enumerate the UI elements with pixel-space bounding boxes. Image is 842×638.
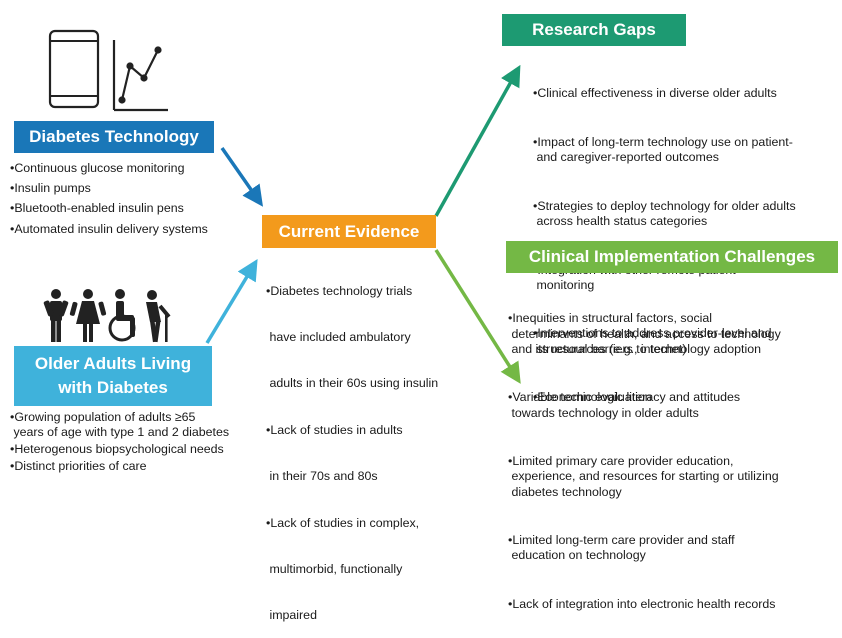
list-item: years of age with type 1 and 2 diabetes (10, 425, 230, 439)
research-gaps-list: •Clinical effectiveness in diverse older… (533, 56, 796, 424)
arrow-evidence-to-gaps (434, 64, 521, 217)
list-item: impaired (266, 607, 317, 622)
list-item: •Diabetes technology trials (266, 284, 413, 299)
clinical-challenges-title: Clinical Implementation Challenges (528, 247, 816, 266)
line-graph-icon (112, 40, 168, 112)
arrow-older-adults-to-evidence (205, 259, 258, 344)
list-item: •Interventions to address provider-level… (533, 326, 772, 356)
list-item: have included ambulatory (266, 330, 411, 345)
list-item: adults in their 60s using insulin (266, 375, 439, 390)
clinical-challenges-header: Clinical Implementation Challenges (506, 241, 838, 273)
list-item: in their 70s and 80s (266, 468, 378, 483)
list-item: •Lack of integration into electronic hea… (508, 597, 776, 612)
list-item: •Lack of studies in adults (266, 423, 403, 438)
list-item: •Strategies to deploy technology for old… (533, 198, 796, 229)
list-item: •Impact of long-term technology use on p… (533, 135, 793, 165)
arrow-technology-to-evidence (220, 146, 264, 207)
current-evidence-list: •Diabetes technology trials have include… (266, 254, 438, 638)
connector-arrows (205, 64, 521, 384)
list-item: •Economic evaluation (533, 390, 652, 405)
list-item: •Heterogenous biopsychological needs (10, 442, 224, 456)
list-item: •Bluetooth-enabled insulin pens (10, 201, 184, 216)
list-item: •Continuous glucose monitoring (10, 161, 185, 175)
diabetes-technology-title: Diabetes Technology (29, 127, 199, 146)
list-item: •Limited long-term care provider and sta… (508, 533, 735, 563)
list-item: •Clinical effectiveness in diverse older… (533, 86, 777, 101)
diabetes-technology-header: Diabetes Technology (14, 121, 214, 153)
older-adults-title-line2: with Diabetes (58, 378, 168, 397)
list-item: •Inequities in structural factors, socia… (508, 311, 781, 356)
list-item: •Limited primary care provider education… (508, 454, 779, 499)
current-evidence-title: Current Evidence (278, 222, 420, 241)
diabetes-technology-list: •Continuous glucose monitoring •Insulin … (10, 161, 208, 237)
clinical-challenges-list: •Inequities in structural factors, socia… (508, 281, 781, 630)
list-item: •Automated insulin delivery systems (10, 221, 208, 236)
people-group-icon (43, 289, 171, 343)
older-adults-title-line1: Older Adults Living (34, 354, 192, 373)
research-gaps-header: Research Gaps (502, 14, 686, 46)
list-item: •Lack of studies in complex, (266, 516, 420, 531)
current-evidence-header: Current Evidence (262, 215, 436, 248)
older-adults-header: Older Adults Living with Diabetes (14, 346, 212, 406)
list-item: •Distinct priorities of care (10, 459, 147, 473)
arrow-evidence-to-challenges (434, 249, 521, 384)
smartphone-icon (48, 29, 100, 109)
list-item: •Variable technologic literacy and attit… (508, 390, 741, 420)
research-gaps-title: Research Gaps (532, 20, 656, 39)
list-item: •Insulin pumps (10, 181, 91, 196)
list-item: •Growing population of adults ≥65 (10, 410, 196, 424)
list-item: multimorbid, functionally (266, 562, 403, 577)
older-adults-list: •Growing population of adults ≥65 years … (10, 410, 229, 474)
